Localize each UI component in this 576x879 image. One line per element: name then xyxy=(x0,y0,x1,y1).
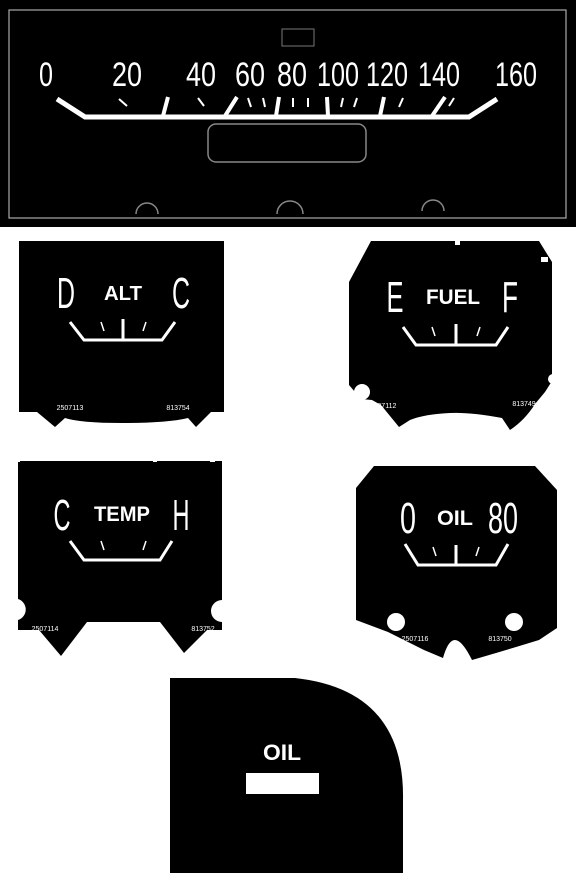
oil-gauge-face: 0 OIL 80 2507116 813750 xyxy=(356,466,557,660)
fuel-left-mark: E xyxy=(387,273,404,322)
speed-label-120: 120 xyxy=(366,56,408,94)
temp-part-right: 813752 xyxy=(191,626,214,633)
speed-label-20: 20 xyxy=(112,56,142,94)
speed-label-0: 0 xyxy=(39,56,53,94)
speed-label-100: 100 xyxy=(317,56,359,94)
oil-warning-lamp-window xyxy=(246,773,319,794)
fuel-gauge-face: E FUEL F 2507112 813749 xyxy=(349,239,558,430)
fuel-part-left: 2507112 xyxy=(370,403,397,410)
alt-left-mark: D xyxy=(57,269,75,318)
temp-right-mark: H xyxy=(173,491,190,540)
fuel-part-right: 813749 xyxy=(512,401,535,408)
temp-label: TEMP xyxy=(94,503,150,526)
alt-right-mark: C xyxy=(172,269,190,318)
alt-part-right: 813754 xyxy=(166,405,189,412)
oil-gauge-right-mark: 80 xyxy=(488,494,518,543)
temp-gauge-face: C TEMP H 2507114 813752 xyxy=(16,456,222,656)
temp-part-left: 2507114 xyxy=(32,626,59,633)
speed-label-40: 40 xyxy=(186,56,216,94)
oil-warning-label: OIL xyxy=(263,740,301,765)
oil-warning-face: OIL xyxy=(170,678,404,873)
speed-label-160: 160 xyxy=(495,56,537,94)
speed-label-140: 140 xyxy=(418,56,460,94)
fuel-label: FUEL xyxy=(426,286,480,309)
alt-part-left: 2507113 xyxy=(57,405,84,412)
alt-label: ALT xyxy=(104,283,142,305)
oil-gauge-part-right: 813750 xyxy=(488,636,511,643)
alt-gauge-face: D ALT C 2507113 813754 xyxy=(19,241,224,427)
temp-left-mark: C xyxy=(54,491,71,540)
speedometer-face: 0 20 40 60 80 100 120 140 160 xyxy=(0,0,576,227)
oil-gauge-label: OIL xyxy=(437,507,473,530)
oil-gauge-left-mark: 0 xyxy=(400,494,416,543)
speed-label-80: 80 xyxy=(277,56,307,94)
speed-label-60: 60 xyxy=(235,56,265,94)
fuel-right-mark: F xyxy=(502,273,518,322)
oil-gauge-part-left: 2507116 xyxy=(402,636,429,643)
